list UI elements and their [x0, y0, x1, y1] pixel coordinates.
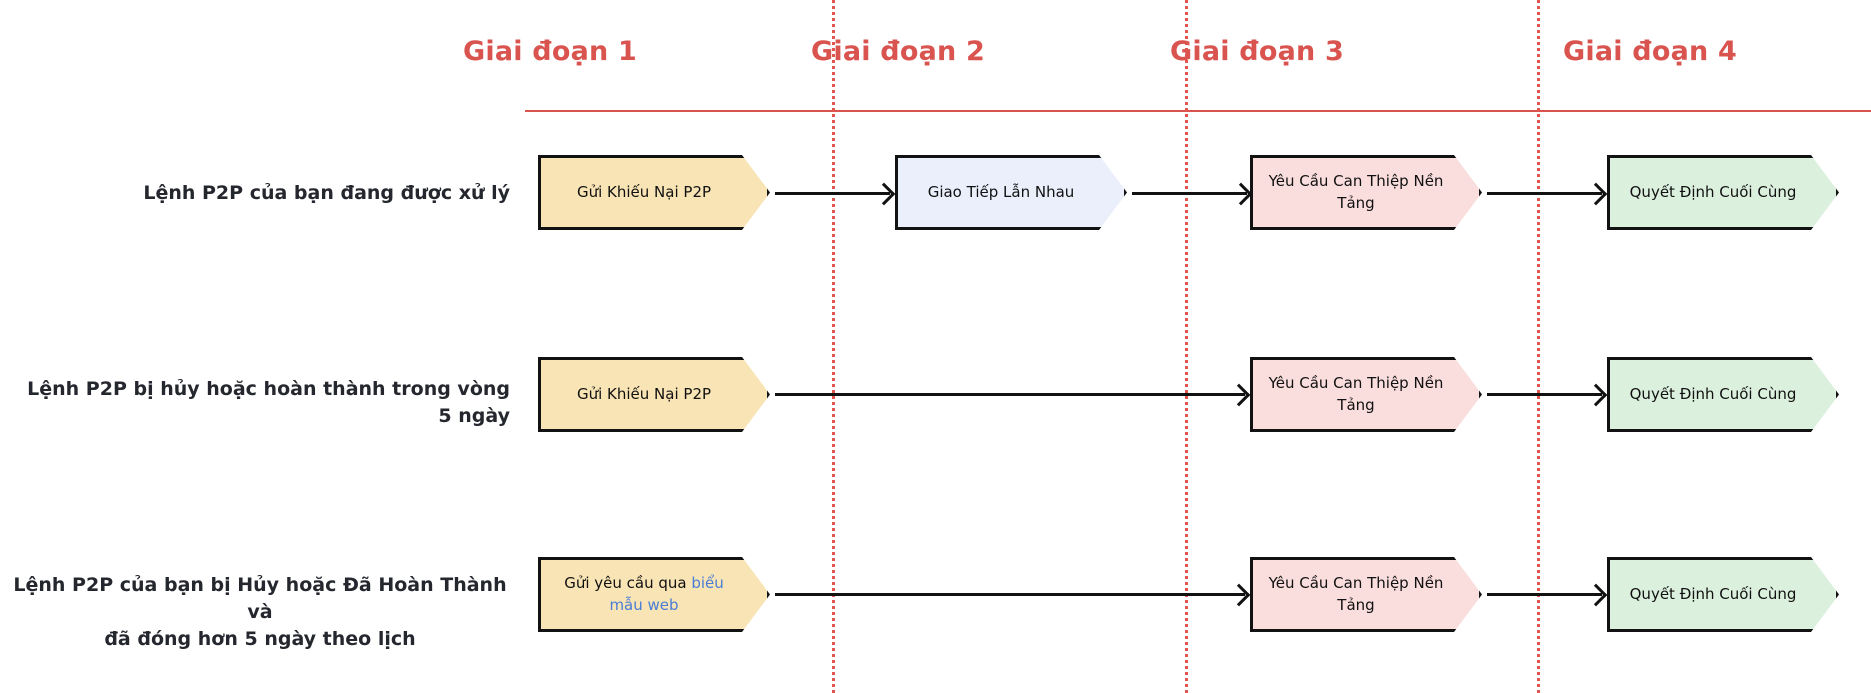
stage-header-1: Giai đoạn 1	[463, 36, 637, 67]
row1-connector-1	[775, 192, 890, 195]
row3-step-submit-via-webform[interactable]: Gửi yêu cầu qua biểu mẫu web	[538, 557, 770, 632]
row3-step-text: Gửi yêu cầu qua biểu mẫu web	[555, 573, 733, 617]
row-label-3-line1: Lệnh P2P của bạn bị Hủy hoặc Đã Hoàn Thà…	[13, 574, 507, 623]
row3-connector-1	[775, 593, 1245, 596]
stage-header-4: Giai đoạn 4	[1563, 36, 1737, 67]
row-label-2: Lệnh P2P bị hủy hoặc hoàn thành trong vò…	[27, 378, 510, 427]
stage-divider-3-4	[1537, 0, 1540, 693]
webform-link[interactable]: biểu mẫu web	[609, 573, 724, 614]
row-label-3: Lệnh P2P của bạn bị Hủy hoặc Đã Hoàn Thà…	[0, 572, 520, 653]
row1-step-submit-appeal[interactable]: Gửi Khiếu Nại P2P	[538, 155, 770, 230]
row2-connector-2	[1487, 393, 1602, 396]
stage-divider-1-2	[832, 0, 835, 693]
stage-header-3: Giai đoạn 3	[1170, 36, 1344, 67]
row2-step-platform-intervention[interactable]: Yêu Cầu Can Thiệp Nền Tảng	[1250, 357, 1482, 432]
stage-header-2: Giai đoạn 2	[811, 36, 985, 67]
stage-divider-2-3	[1185, 0, 1188, 693]
row2-step-submit-appeal[interactable]: Gửi Khiếu Nại P2P	[538, 357, 770, 432]
row1-connector-2	[1132, 192, 1247, 195]
row3-step-final-decision[interactable]: Quyết Định Cuối Cùng	[1607, 557, 1839, 632]
header-divider-rule	[525, 110, 1871, 112]
row1-step-mutual-communication[interactable]: Giao Tiếp Lẫn Nhau	[895, 155, 1127, 230]
row-label-3-line2: đã đóng hơn 5 ngày theo lịch	[104, 627, 416, 650]
row3-connector-2	[1487, 593, 1602, 596]
row3-step-prefix: Gửi yêu cầu qua	[564, 573, 692, 592]
row2-connector-1	[775, 393, 1245, 396]
row1-step-final-decision[interactable]: Quyết Định Cuối Cùng	[1607, 155, 1839, 230]
row3-step-platform-intervention[interactable]: Yêu Cầu Can Thiệp Nền Tảng	[1250, 557, 1482, 632]
row-label-1: Lệnh P2P của bạn đang được xử lý	[143, 182, 510, 204]
row2-step-final-decision[interactable]: Quyết Định Cuối Cùng	[1607, 357, 1839, 432]
row1-connector-3	[1487, 192, 1602, 195]
row1-step-platform-intervention[interactable]: Yêu Cầu Can Thiệp Nền Tảng	[1250, 155, 1482, 230]
